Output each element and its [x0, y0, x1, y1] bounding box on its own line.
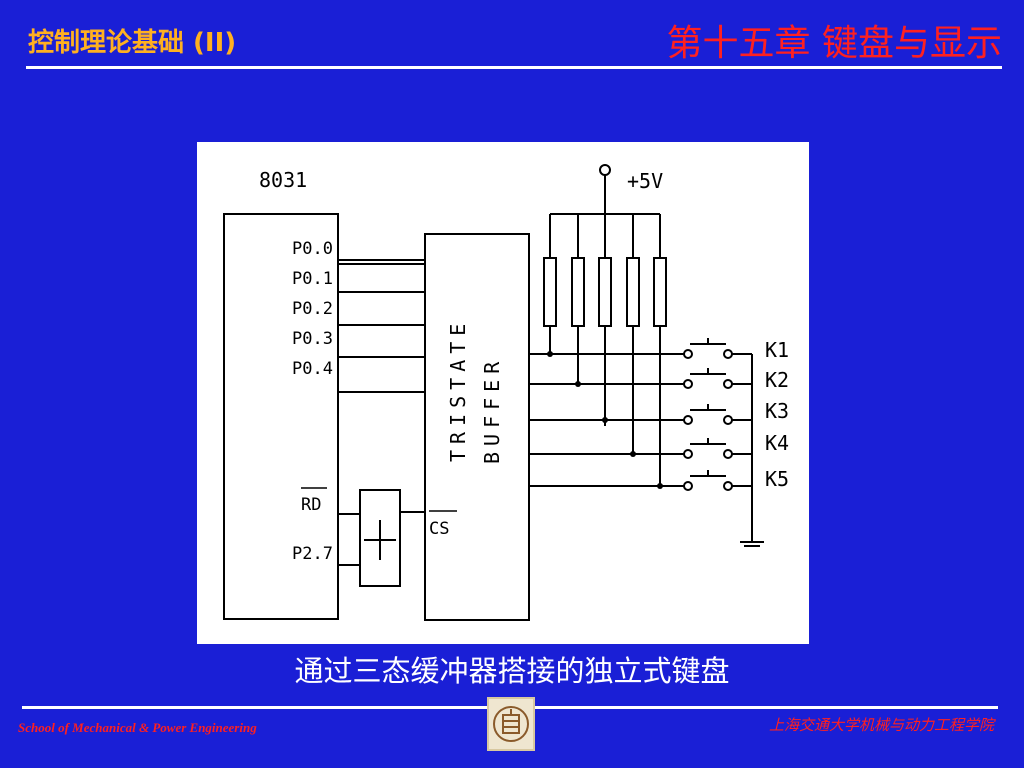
circuit-diagram-svg: 8031 P0.0 P0.1 P0.2 P0.3 P0.4 RD P2.7 — [223, 164, 789, 621]
university-logo-icon — [493, 706, 529, 742]
key-label-k1: K1 — [765, 338, 789, 362]
supply-label: +5V — [627, 169, 663, 193]
header-divider — [26, 66, 1002, 69]
pin-label-p02: P0.2 — [292, 299, 333, 319]
buffer-label-buffer: BUFFER — [480, 356, 504, 464]
footer-college-name: 上海交通大学机械与动力工程学院 — [768, 716, 994, 734]
chip-8031-box — [223, 213, 339, 620]
key-label-k4: K4 — [765, 431, 789, 455]
pin-label-cs: CS — [429, 519, 449, 539]
pin-label-p27: P2.7 — [292, 544, 333, 564]
circuit-diagram: 8031 P0.0 P0.1 P0.2 P0.3 P0.4 RD P2.7 — [197, 142, 809, 644]
pin-label-p01: P0.1 — [292, 269, 333, 289]
chip-label: 8031 — [259, 168, 307, 192]
or-gate-box — [359, 489, 401, 587]
key-switches — [683, 338, 733, 491]
key-label-k5: K5 — [765, 467, 789, 491]
university-logo — [487, 697, 535, 751]
key-label-k3: K3 — [765, 399, 789, 423]
supply-terminal — [599, 164, 611, 176]
key-label-k2: K2 — [765, 368, 789, 392]
pin-label-p00: P0.0 — [292, 239, 333, 259]
footer-school-name: School of Mechanical & Power Engineering — [18, 720, 257, 735]
tristate-buffer-box — [424, 233, 530, 621]
chapter-title: 第十五章 键盘与显示 — [666, 23, 1002, 64]
pin-label-rd: RD — [301, 495, 321, 515]
gate-wires — [338, 511, 425, 566]
pin-label-p04: P0.4 — [292, 359, 333, 379]
pullup-resistors — [543, 175, 667, 486]
diagram-caption: 通过三态缓冲器搭接的独立式键盘 — [294, 654, 730, 688]
port-lines — [338, 259, 425, 393]
pin-label-p03: P0.3 — [292, 329, 333, 349]
course-title: 控制理论基础 (II) — [28, 28, 237, 58]
buffer-label-tristate: TRISTATE — [446, 318, 470, 462]
junction-dots — [547, 351, 663, 489]
